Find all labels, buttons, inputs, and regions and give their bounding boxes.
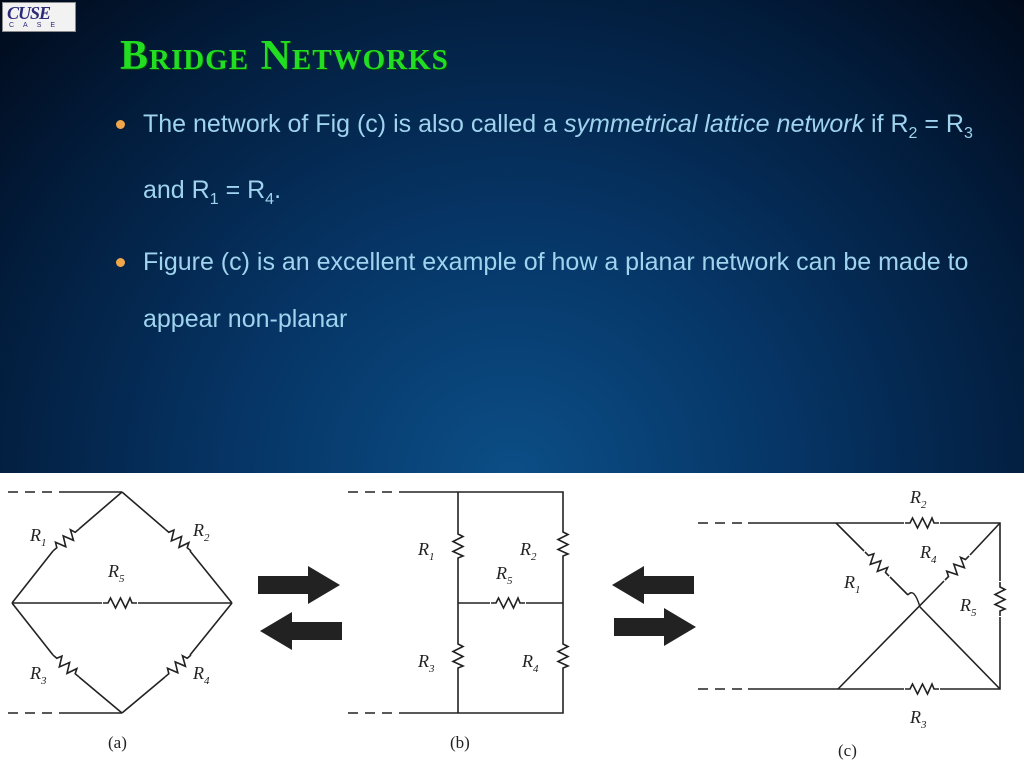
network-a (8, 491, 233, 714)
network-b (348, 491, 569, 714)
crossover-hop-icon (907, 592, 921, 608)
resistor-c-r4 (940, 551, 974, 585)
label-c-r4: R4 (919, 542, 937, 566)
wire-a (189, 602, 233, 656)
bullet-item-lattice: The network of Fig (c) is also called a … (112, 96, 992, 228)
label-c-r2: R2 (909, 487, 927, 511)
wire-a (11, 550, 54, 604)
label-a-r5: R5 (107, 561, 125, 585)
wire-b-top (400, 491, 564, 527)
wire-a (78, 491, 123, 530)
resistor-b-r1 (452, 528, 464, 564)
resistor-a-r3 (48, 650, 84, 682)
label-b-r5: R5 (495, 563, 513, 587)
resistor-c-r1 (860, 547, 894, 581)
slide-title: Bridge Networks (120, 33, 449, 79)
resistor-c-r2 (904, 517, 940, 529)
b1-text-4: and R (143, 176, 210, 204)
b1-text-5: = R (218, 176, 266, 204)
resistor-c-r3 (904, 683, 940, 695)
resistor-a-r5 (102, 597, 138, 609)
wire-c (889, 576, 909, 596)
b1-sub-1: 2 (908, 125, 918, 142)
resistor-b-r2 (557, 526, 569, 562)
caption-c: (c) (838, 741, 857, 760)
label-c-r5: R5 (959, 595, 977, 619)
b1-text-3: = R (917, 110, 964, 138)
bullet-item-planar: Figure (c) is an excellent example of ho… (112, 234, 992, 348)
wire-c (919, 606, 1001, 690)
caption-a: (a) (108, 733, 127, 752)
wire-c (837, 580, 945, 690)
resistor-c-r5 (994, 581, 1006, 617)
caption-b: (b) (450, 733, 470, 752)
bridge-network-diagram: R1 R2 R5 R3 R4 R1 R2 R5 R3 R4 R2 R4 R1 R… (8, 487, 1006, 760)
wire-a (78, 676, 123, 714)
bullet-dot-icon (116, 258, 125, 267)
b1-text-2: if R (864, 110, 909, 138)
label-b-r1: R1 (417, 539, 435, 563)
label-b-r2: R2 (519, 539, 537, 563)
resistor-a-r4 (160, 650, 196, 682)
logo-main-text: CUSE (7, 3, 51, 23)
wire-a (11, 602, 54, 656)
network-c (698, 517, 1006, 695)
b1-sub-3: 1 (209, 191, 219, 208)
label-b-r4: R4 (521, 651, 539, 675)
label-c-r3: R3 (909, 707, 927, 731)
wire-c (940, 617, 1001, 690)
label-a-r2: R2 (192, 520, 210, 544)
b2-text: Figure (c) is an excellent example of ho… (143, 248, 969, 333)
left-arrow-icon (612, 566, 694, 604)
logo-sub-text: CASE (9, 22, 65, 29)
resistor-b-r3 (452, 638, 464, 674)
label-a-r1: R1 (29, 525, 47, 549)
bridge-network-figure: R1 R2 R5 R3 R4 R1 R2 R5 R3 R4 R2 R4 R1 R… (0, 473, 1024, 768)
label-a-r4: R4 (192, 663, 210, 687)
b1-text-6: . (274, 176, 282, 204)
wire-c (969, 522, 1001, 556)
label-a-r3: R3 (29, 663, 47, 687)
bullet-dot-icon (116, 120, 125, 129)
resistor-b-r4 (557, 638, 569, 674)
b1-sub-4: 4 (265, 191, 275, 208)
wire-c (835, 522, 865, 552)
resistor-a-r1 (48, 524, 84, 556)
right-arrow-icon (258, 566, 340, 604)
case-logo: CUSE CASE (2, 2, 76, 32)
wire-a (121, 491, 166, 530)
bullet-list: The network of Fig (c) is also called a … (112, 96, 992, 348)
wire-a (121, 676, 166, 714)
resistor-b-r5 (490, 597, 526, 609)
right-arrow-icon (614, 608, 696, 646)
label-c-r1: R1 (843, 572, 861, 596)
label-b-r3: R3 (417, 651, 435, 675)
b1-italic-term: symmetrical lattice network (564, 110, 865, 138)
b1-sub-2: 3 (963, 125, 973, 142)
wire-a (189, 550, 233, 604)
b1-text-1: The network of Fig (c) is also called a (143, 110, 564, 138)
wire-b-bottom (400, 673, 564, 714)
resistor-a-r2 (160, 524, 196, 556)
left-arrow-icon (260, 612, 342, 650)
